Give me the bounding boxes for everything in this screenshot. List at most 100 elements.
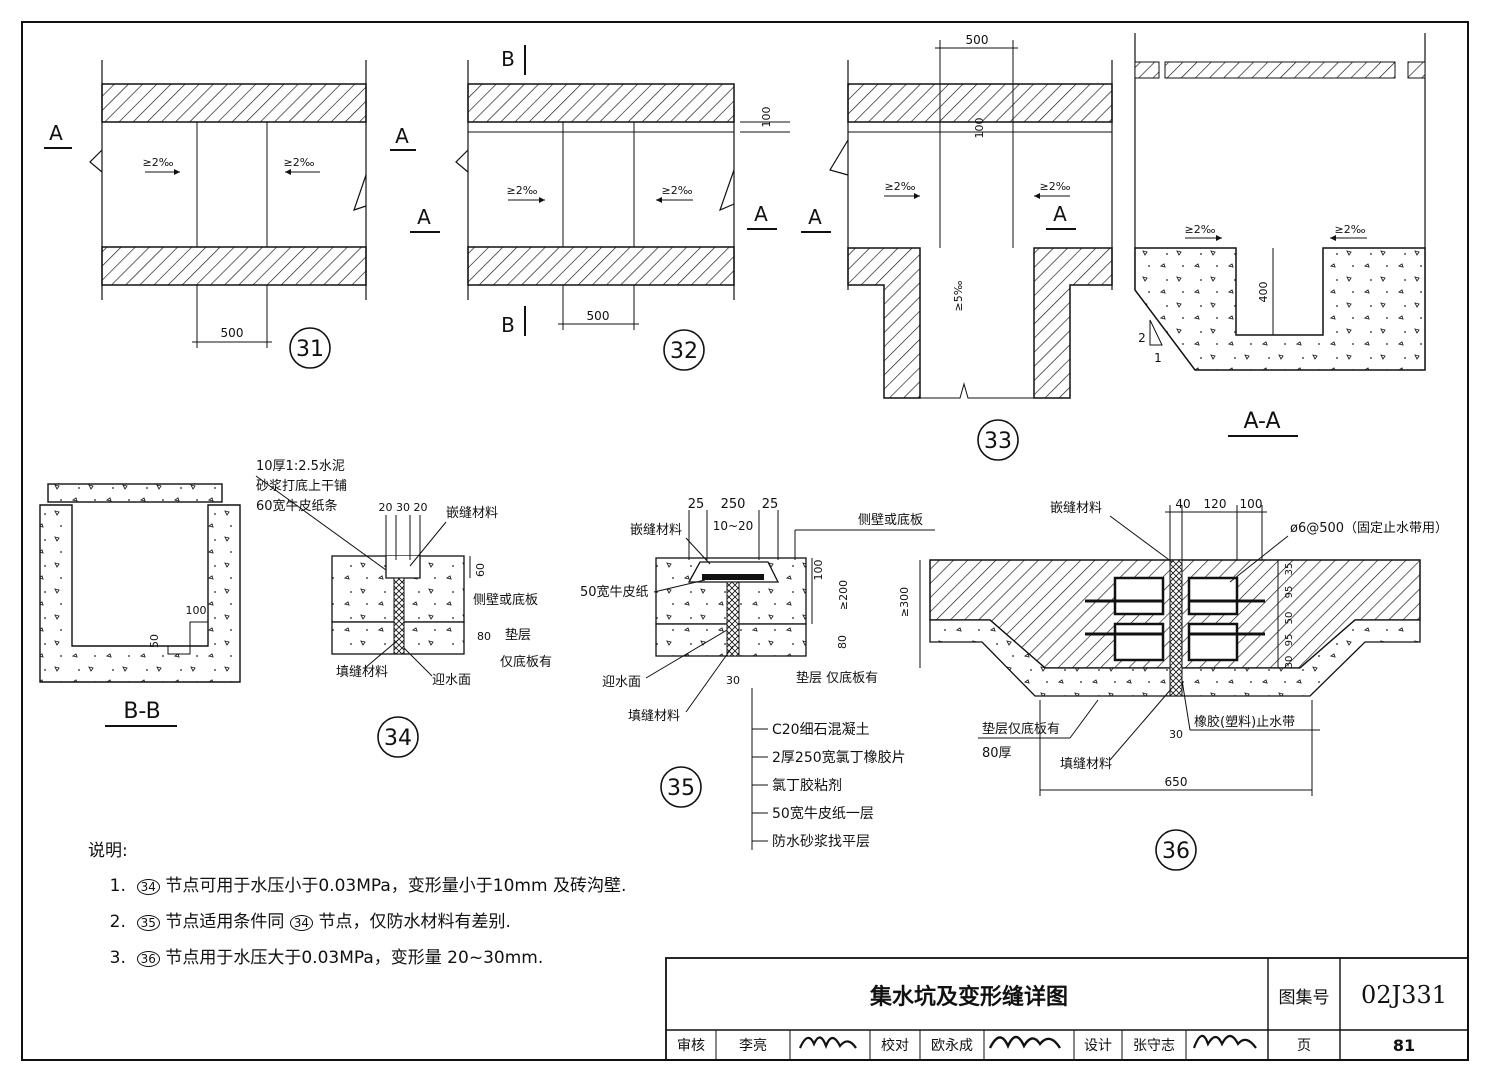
section-mark-31: A xyxy=(49,121,63,145)
detail-aa: 400 ≥2‰ ≥2‰ 2 1 A-A xyxy=(1134,33,1426,437)
role-designer: 设计 xyxy=(1084,1038,1112,1054)
section-mark-33-right: A xyxy=(1053,202,1067,226)
detail-35: 25 250 25 10~20 100 ≥200 80 30 嵌缝材料 侧壁或底… xyxy=(580,497,935,850)
layer-35-5: 防水砂浆找平层 xyxy=(772,834,870,850)
section-mark-33-left: A xyxy=(808,205,822,229)
section-mark-32-a-top: A xyxy=(395,124,409,148)
role-reviewer: 审核 xyxy=(677,1038,705,1054)
name-designer: 张守志 xyxy=(1133,1038,1175,1054)
signature-designer xyxy=(1192,1034,1257,1049)
layer-35-4: 50宽牛皮纸一层 xyxy=(772,805,874,822)
dim-35-200: ≥200 xyxy=(837,580,850,610)
label-35-waterside: 迎水面 xyxy=(602,675,641,690)
dim-36-40: 40 xyxy=(1175,497,1190,511)
dim-35-250: 250 xyxy=(721,497,746,512)
name-reviewer: 李亮 xyxy=(739,1038,767,1054)
dim-35-gap: 10~20 xyxy=(713,519,754,533)
dim-36-30: 30 xyxy=(1169,728,1183,741)
label-35-seal: 嵌缝材料 xyxy=(630,523,682,538)
detail-aa-id: A-A xyxy=(1243,409,1280,434)
dim-34-80: 80 xyxy=(477,630,491,643)
label-35-wall: 侧壁或底板 xyxy=(858,512,923,528)
label-36-rebar: ø6@500（固定止水带用） xyxy=(1290,521,1448,536)
section-mark-32-b-bottom: B xyxy=(501,313,515,337)
dim-36-300: ≥300 xyxy=(898,587,911,617)
label-36-waterstop: 橡胶(塑料)止水带 xyxy=(1194,714,1295,730)
slope-33-right: ≥2‰ xyxy=(1040,180,1071,193)
note-ref-34b: 34 xyxy=(289,915,314,931)
dim-36-s3: 50 xyxy=(1284,612,1295,625)
note-ref-36: 36 xyxy=(136,951,160,967)
slope-32-left: ≥2‰ xyxy=(507,184,538,197)
section-mark-32-a-left: A xyxy=(417,205,431,229)
label-35-kraft: 50宽牛皮纸 xyxy=(580,584,649,600)
detail-31: 500 ≥2‰ ≥2‰ A 31 xyxy=(44,60,367,369)
dim-bb-a: 100 xyxy=(186,604,207,617)
dim-33-width: 500 xyxy=(966,33,989,47)
label-35-fill: 填缝材料 xyxy=(628,709,680,724)
dim-32-lip: 100 xyxy=(760,107,773,128)
dim-31-width: 500 xyxy=(221,326,244,340)
dim-35-25-right: 25 xyxy=(762,497,779,512)
dim-36-s1: 35 xyxy=(1284,563,1295,576)
detail-32: 500 100 ≥2‰ ≥2‰ B B A A A 32 xyxy=(390,45,790,371)
dim-36-650: 650 xyxy=(1165,775,1188,789)
notes-heading: 说明: xyxy=(88,841,128,861)
note-item-3: 3. 36 节点用于水压大于0.03MPa，变形量 20~30mm. xyxy=(109,948,544,968)
dim-32-width: 500 xyxy=(587,309,610,323)
dim-34-top: 20 30 20 xyxy=(379,501,428,514)
dim-35-25-left: 25 xyxy=(688,497,705,512)
dim-35-100: 100 xyxy=(812,560,825,581)
detail-bb-id: B-B xyxy=(123,699,160,724)
dim-34-60: 60 xyxy=(474,563,487,577)
note-item-2: 2. 35 节点适用条件同 34 节点，仅防水材料有差别. xyxy=(109,912,511,932)
detail-31-id: 31 xyxy=(296,337,324,362)
detail-35-id: 35 xyxy=(667,776,695,801)
layer-35-1: C20细石混凝土 xyxy=(772,722,870,738)
title-block xyxy=(665,957,1469,1061)
note-ref-34: 34 xyxy=(136,879,160,895)
dim-aa-depth: 400 xyxy=(1257,282,1270,303)
label-34-fill: 填缝材料 xyxy=(336,665,388,680)
note-item-1: 1. 34 节点可用于水压小于0.03MPa，变形量小于10mm 及砖沟壁. xyxy=(109,876,627,896)
slope-31-right: ≥2‰ xyxy=(284,156,315,169)
dim-36-120: 120 xyxy=(1204,497,1227,511)
dim-35-30: 30 xyxy=(726,674,740,687)
label-36-fill: 填缝材料 xyxy=(1060,757,1112,772)
signature-checker xyxy=(988,1035,1062,1049)
note-34-line2: 砂浆打底上干铺 xyxy=(256,478,347,494)
label-36-cushion: 垫层仅底板有 xyxy=(982,721,1060,737)
section-mark-32-a-right: A xyxy=(754,202,768,226)
layer-35-3: 氯丁胶粘剂 xyxy=(772,777,842,794)
dim-36-s4: 95 xyxy=(1284,634,1295,647)
page-label: 页 xyxy=(1297,1038,1311,1054)
label-34-seal: 嵌缝材料 xyxy=(446,506,498,521)
slope-aa-left: ≥2‰ xyxy=(1185,223,1216,236)
dim-35-80: 80 xyxy=(836,635,849,649)
detail-33-id: 33 xyxy=(984,429,1012,454)
slope-aa-right: ≥2‰ xyxy=(1335,223,1366,236)
slope-ratio-h: 1 xyxy=(1154,351,1162,365)
detail-36: 40 120 100 嵌缝材料 ø6@500（固定止水带用） 35 95 50 … xyxy=(898,497,1448,871)
slope-ratio-v: 2 xyxy=(1138,331,1146,345)
detail-33: 500 100 ≥2‰ ≥2‰ ≥5‰ A A 33 xyxy=(801,33,1113,461)
note-34-line1: 10厚1:2.5水泥 xyxy=(256,459,345,474)
detail-32-id: 32 xyxy=(670,339,698,364)
note-ref-35: 35 xyxy=(136,915,160,931)
label-35-cushion: 垫层 仅底板有 xyxy=(796,670,878,686)
label-34-wall: 侧壁或底板 xyxy=(473,592,538,608)
detail-34: 20 30 20 10厚1:2.5水泥 砂浆打底上干铺 60宽牛皮纸条 60 8… xyxy=(255,459,552,758)
slope-31-left: ≥2‰ xyxy=(143,156,174,169)
dim-33-lip: 100 xyxy=(973,118,986,139)
role-checker: 校对 xyxy=(881,1038,909,1054)
layer-35-2: 2厚250宽氯丁橡胶片 xyxy=(772,749,906,766)
slope-33-left: ≥2‰ xyxy=(885,180,916,193)
name-checker: 欧永成 xyxy=(931,1038,973,1054)
signature-reviewer xyxy=(798,1036,857,1050)
dim-bb-b: 50 xyxy=(148,634,161,648)
atlas-label: 图集号 xyxy=(1278,987,1330,1008)
detail-36-id: 36 xyxy=(1162,839,1190,864)
label-34-floor-only: 仅底板有 xyxy=(500,654,552,670)
dim-36-100: 100 xyxy=(1240,497,1263,511)
